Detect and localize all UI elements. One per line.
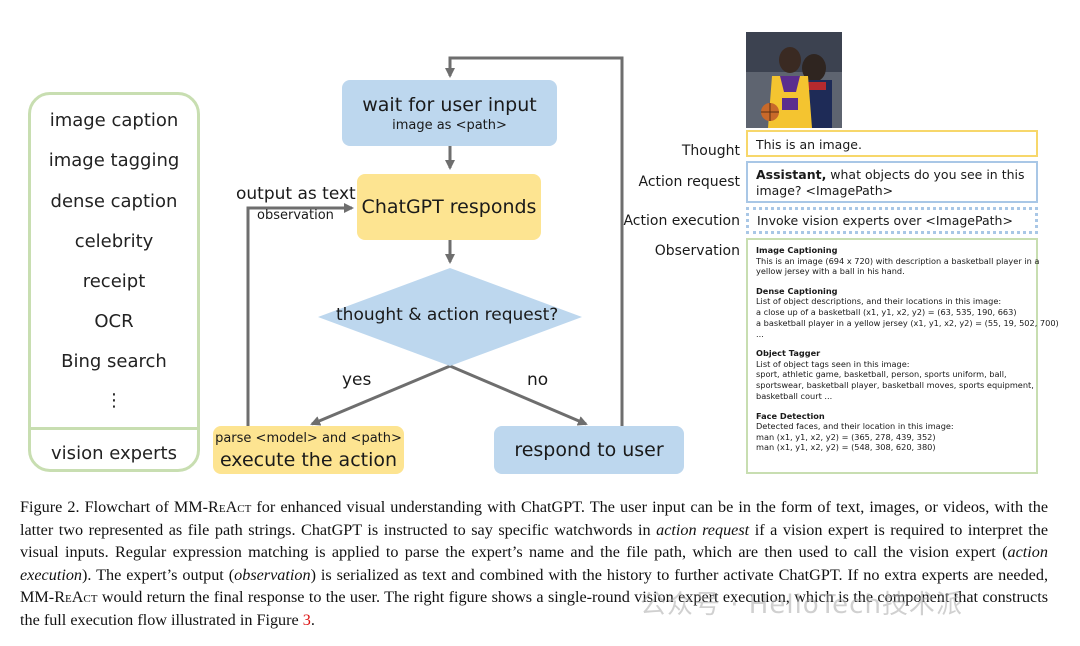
figure-caption: Figure 2. Flowchart of MM-ReAct for enha…	[20, 496, 1048, 632]
arrow-yes	[310, 364, 451, 426]
action-execution-box: Invoke vision experts over <ImagePath>	[746, 207, 1038, 234]
obs-line: List of object tags seen in this image:	[756, 358, 910, 369]
wait-for-input-node: wait for user input image as <path>	[342, 80, 557, 146]
observation-row-label: Observation	[654, 243, 740, 259]
chatgpt-responds-node: ChatGPT responds	[357, 174, 541, 240]
output-as-text-label: output as text	[236, 184, 356, 204]
respond-to-user-node: respond to user	[494, 426, 684, 474]
obs-line: This is an image (694 x 720) with descri…	[756, 255, 1040, 266]
caption-emphasis: action execution	[20, 543, 1048, 584]
chatgpt-responds-label: ChatGPT responds	[361, 196, 537, 218]
caption-method-name: ReAct	[54, 588, 98, 607]
arrow-no	[449, 364, 588, 426]
panel-divider	[31, 427, 197, 430]
action-request-row-label: Action request	[638, 174, 740, 190]
vision-experts-label: vision experts	[51, 443, 177, 464]
basketball-player-photo	[746, 32, 842, 128]
obs-line: a close up of a basketball (x1, y1, x2, …	[756, 307, 1017, 318]
obs-section-title: Image Captioning	[756, 245, 838, 255]
feedback-arrow	[246, 203, 354, 426]
expert-item: ⋮	[105, 390, 123, 411]
expert-item: Bing search	[61, 351, 167, 372]
caption-text: .	[310, 610, 315, 629]
obs-line: List of object descriptions, and their l…	[756, 296, 1002, 307]
caption-emphasis: observation	[234, 565, 311, 584]
action-request-text: what objects do you see in this image? <…	[756, 167, 1025, 198]
image-path-label: image as <path>	[392, 118, 507, 133]
execute-action-label: execute the action	[219, 449, 398, 471]
caption-emphasis: action request	[656, 520, 750, 539]
obs-section-title: Dense Captioning	[756, 285, 838, 296]
no-label: no	[527, 370, 549, 390]
thought-box: This is an image.	[746, 130, 1038, 157]
obs-section-title: Object Tagger	[756, 348, 821, 359]
vision-experts-panel: image caption image tagging dense captio…	[28, 92, 200, 472]
expert-item: image tagging	[48, 150, 180, 171]
figure-reference-link[interactable]: 3	[302, 610, 311, 629]
caption-text: if a vision expert is required to interp…	[20, 520, 1049, 562]
respond-to-user-label: respond to user	[514, 439, 664, 461]
observation-label: observation	[257, 208, 334, 223]
thought-row-label: Thought	[681, 143, 740, 159]
yes-label: yes	[342, 370, 372, 390]
obs-line: man (x1, y1, x2, y2) = (548, 308, 620, 3…	[756, 442, 936, 453]
obs-section-title: Face Detection	[756, 410, 825, 421]
decision-diamond	[318, 268, 582, 366]
expert-item: dense caption	[50, 191, 178, 212]
caption-text: would return the final response to the u…	[20, 588, 1048, 629]
assistant-keyword: Assistant,	[756, 167, 827, 182]
caption-text: ). The expert’s output (	[82, 565, 235, 584]
action-execution-row-label: Action execution	[623, 213, 740, 229]
caption-text: ) is serialized as text and combined wit…	[20, 565, 1048, 607]
obs-line: ...	[756, 328, 764, 339]
obs-line: Detected faces, and their location in th…	[756, 421, 954, 432]
obs-line: sport, athletic game, basketball, person…	[756, 369, 1007, 380]
thought-text: This is an image.	[756, 137, 862, 152]
obs-line: basketball court ...	[756, 390, 833, 401]
expert-item: image caption	[49, 110, 179, 131]
loop-arrow	[445, 56, 624, 426]
watermark: 公众号 · HelloTech技术派	[640, 590, 963, 620]
parse-model-path-label: parse <model> and <path>	[215, 431, 402, 446]
expert-item: receipt	[82, 271, 146, 292]
observation-box: Image Captioning This is an image (694 x…	[746, 238, 1059, 474]
expert-item: OCR	[94, 311, 134, 332]
caption-text: for enhanced visual understanding with C…	[20, 498, 1048, 539]
action-execution-text: Invoke vision experts over <ImagePath>	[757, 213, 1013, 228]
obs-line: sportswear, basketball player, basketbal…	[756, 380, 1034, 391]
caption-method-name: ReAct	[208, 498, 252, 516]
photo-illustration	[746, 32, 842, 128]
wait-for-input-label: wait for user input	[362, 94, 537, 116]
obs-line: yellow jersey with a ball in his hand.	[756, 266, 905, 277]
caption-text: Figure 2. Flowchart of MM-	[20, 498, 209, 516]
action-request-box: Assistant, what objects do you see in th…	[746, 161, 1038, 203]
execute-action-node: parse <model> and <path> execute the act…	[213, 426, 404, 474]
decision-label: thought & action request?	[336, 305, 559, 325]
obs-line: a basketball player in a yellow jersey (…	[756, 317, 1059, 328]
expert-item: celebrity	[74, 231, 154, 252]
obs-line: man (x1, y1, x2, y2) = (365, 278, 439, 3…	[756, 431, 936, 442]
